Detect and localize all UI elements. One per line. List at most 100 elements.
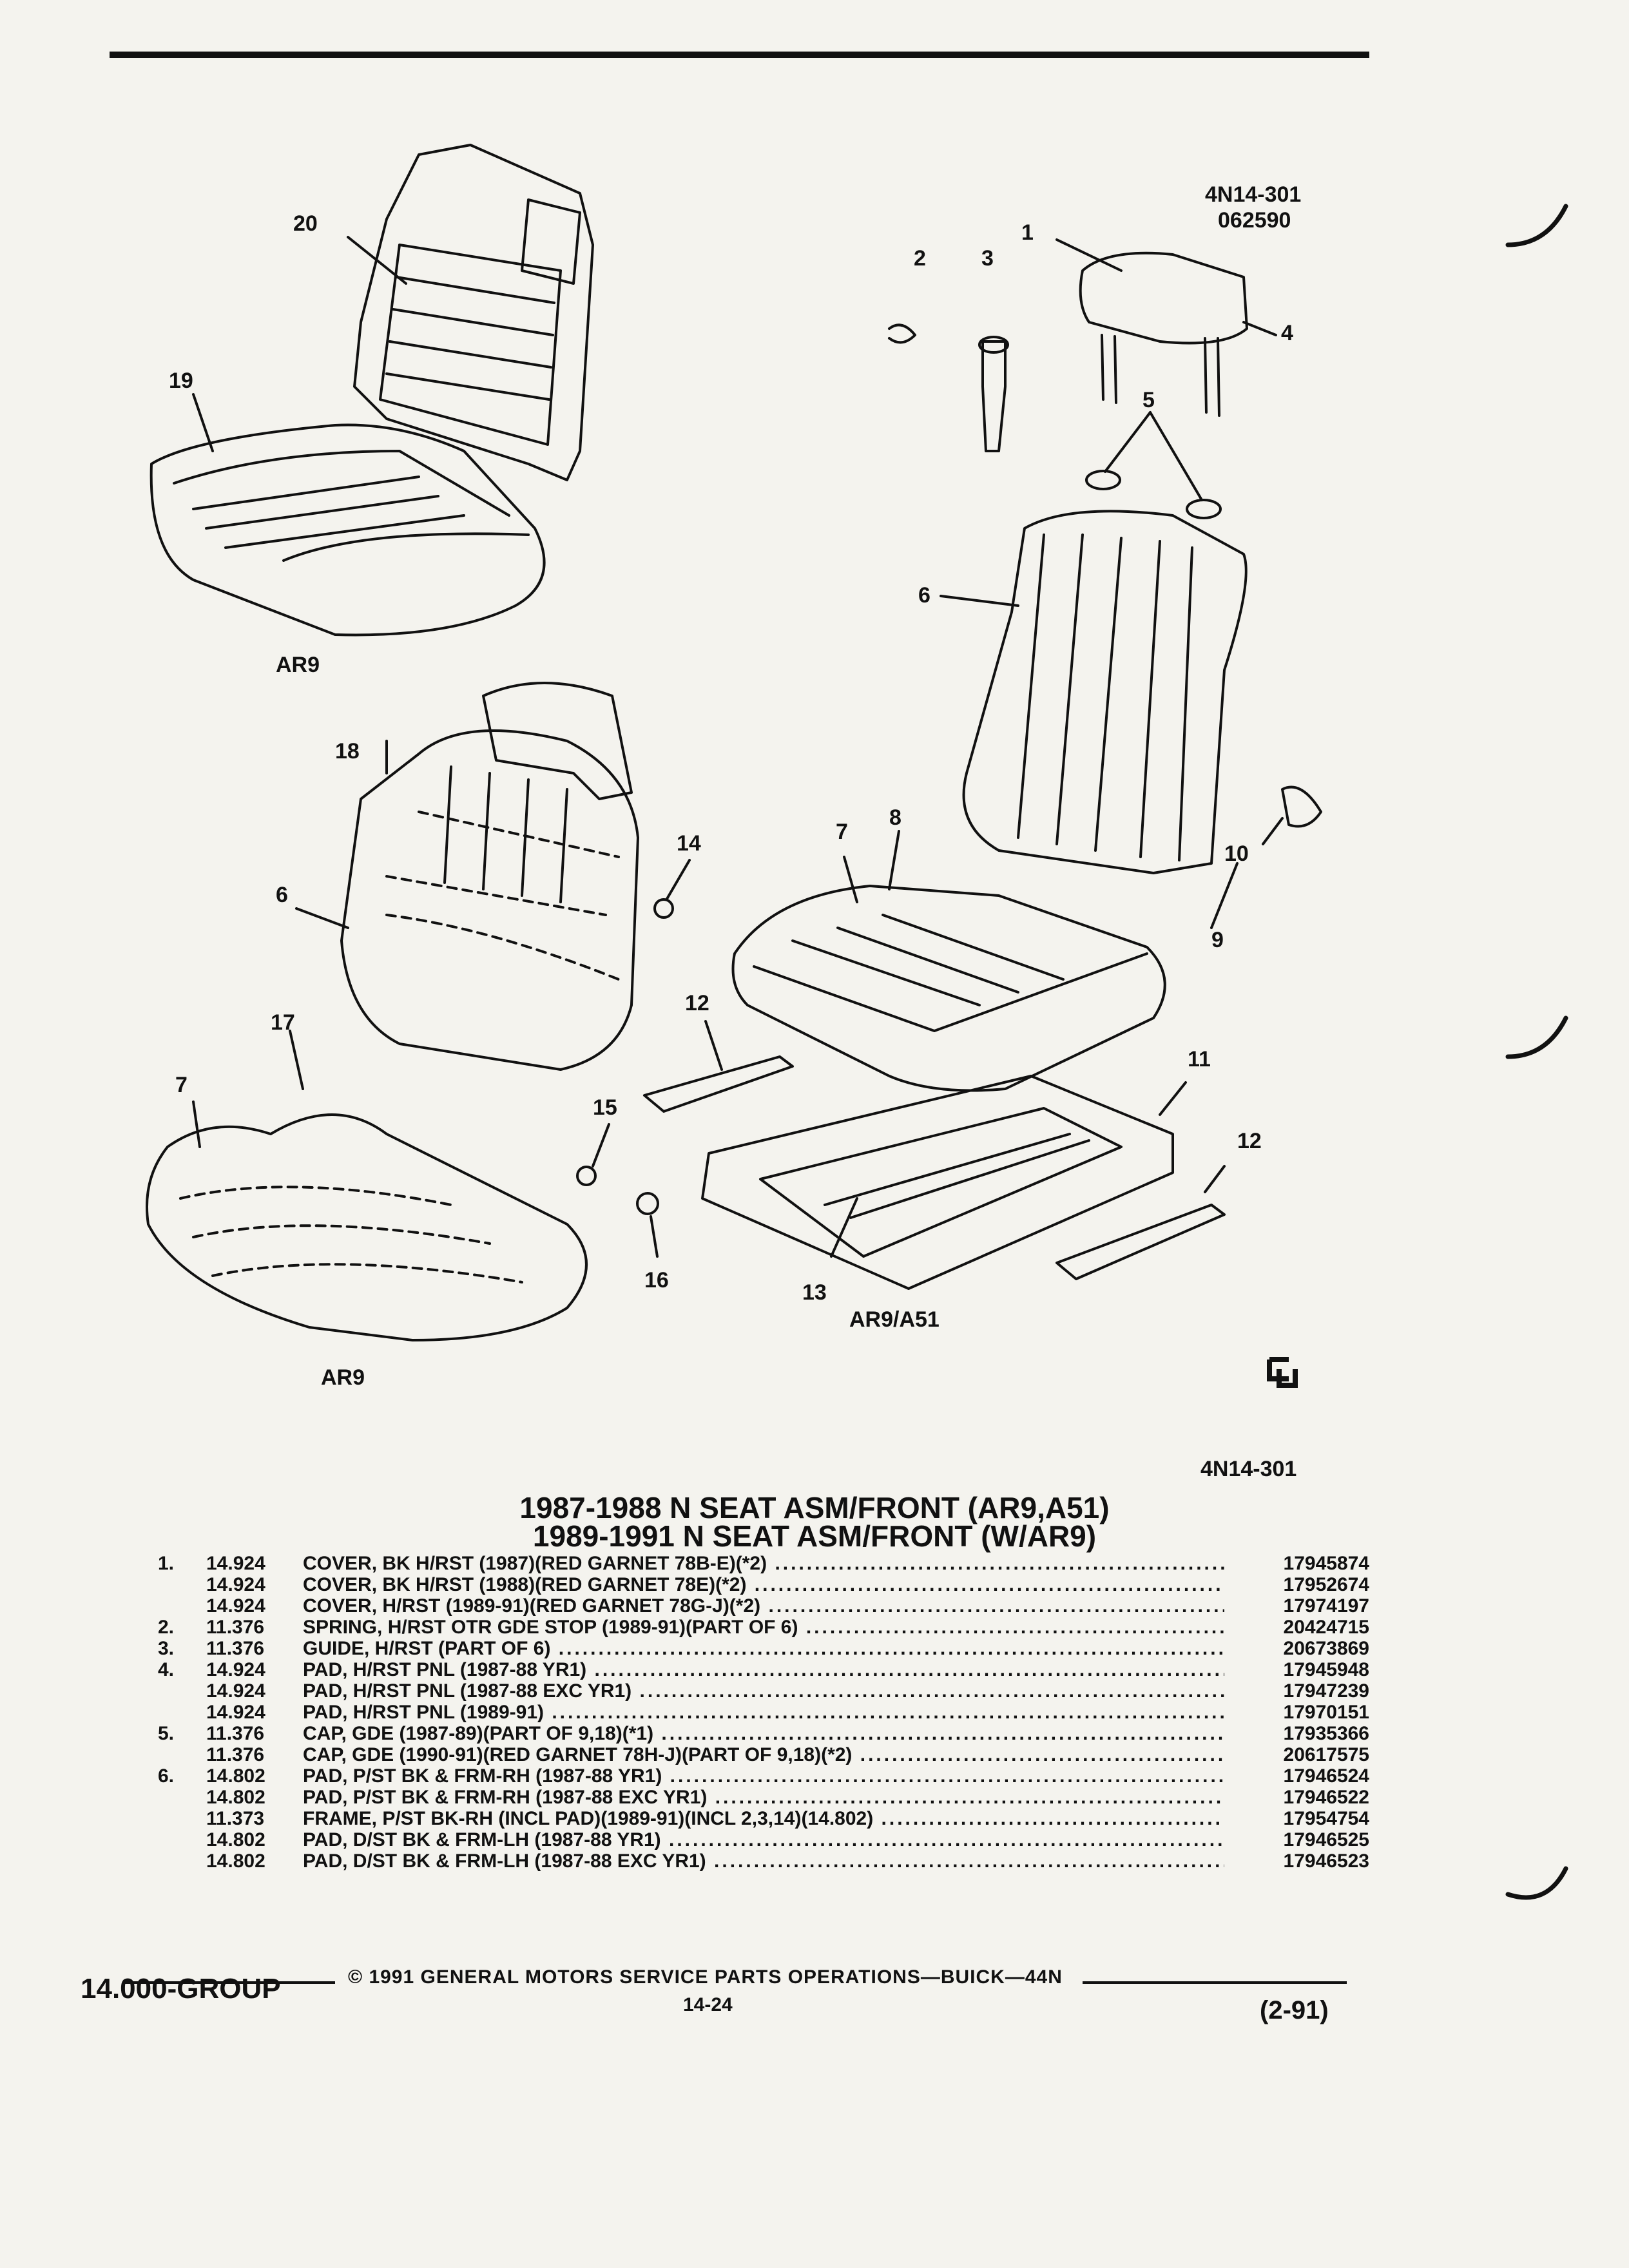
part-group-code: 11.373	[206, 1808, 265, 1829]
section-titles: 1987-1988 N SEAT ASM/FRONT (AR9,A51) 198…	[0, 1491, 1629, 1553]
callout-17: 17	[271, 1010, 295, 1035]
title-line-1: 1987-1988 N SEAT ASM/FRONT (AR9,A51)	[519, 1491, 1110, 1524]
title-line-2: 1989-1991 N SEAT ASM/FRONT (W/AR9)	[532, 1519, 1097, 1553]
part-desc-detail: , P/ST BK & FRM-RH (1987-88 YR1)	[342, 1765, 662, 1787]
callout-3: 3	[981, 246, 994, 271]
part-description: PAD, P/ST BK & FRM-RH (1987-88 YR1) ....…	[303, 1765, 1224, 1787]
callout-5: 5	[1142, 388, 1155, 412]
callout-11: 11	[1188, 1047, 1211, 1072]
part-description: CAP, GDE (1990-91)(RED GARNET 78H-J)(PAR…	[303, 1744, 1224, 1766]
part-group-code: 14.802	[206, 1850, 265, 1872]
part-group-code: 14.802	[206, 1829, 265, 1850]
part-desc-detail: , H/RST (1989-91)(RED GARNET 78G-J)(*2)	[371, 1595, 761, 1617]
diagram-ref-code-bottom: 4N14-301	[1200, 1457, 1297, 1481]
part-desc-detail: , GDE (1990-91)(RED GARNET 78H-J)(PART O…	[341, 1744, 853, 1765]
dot-leader: ........................................…	[661, 1723, 1224, 1744]
part-item-number: 5.	[158, 1723, 175, 1744]
callout-4: 4	[1281, 321, 1293, 345]
part-description: PAD, H/RST PNL (1987-88 EXC YR1) .......…	[303, 1680, 1224, 1702]
part-description: PAD, H/RST PNL (1989-91) ...............…	[303, 1702, 1224, 1724]
part-description: PAD, P/ST BK & FRM-RH (1987-88 EXC YR1) …	[303, 1787, 1224, 1809]
pivot-15	[576, 1166, 597, 1186]
seat-back-cover-18	[340, 682, 639, 1071]
part-name: PAD	[303, 1680, 343, 1702]
dot-leader: ........................................…	[775, 1553, 1224, 1574]
part-number: 20673869	[1283, 1638, 1369, 1659]
part-number: 17946524	[1283, 1765, 1369, 1787]
seat-back-9	[962, 510, 1248, 874]
part-number: 17954754	[1283, 1808, 1369, 1829]
seat-cushion-cover-17	[146, 1113, 588, 1341]
part-row: 14.802 PAD, P/ST BK & FRM-RH (1987-88 EXC…	[158, 1787, 1369, 1808]
clip-14	[653, 898, 674, 919]
spring-2	[888, 323, 916, 344]
part-desc-detail: , P/ST BK-RH (INCL PAD)(1989-91)(INCL 2,…	[371, 1808, 874, 1829]
part-desc-detail: , P/ST BK & FRM-RH (1987-88 EXC YR1)	[342, 1787, 708, 1808]
part-description: CAP, GDE (1987-89)(PART OF 9,18)(*1) ...…	[303, 1723, 1224, 1745]
diagram-date-code: 062590	[1218, 208, 1291, 233]
exploded-seat-diagram: 1 2 3 4 5 6 6 7 7 8 9 10 11 12 12 13 14 …	[146, 144, 1322, 1341]
part-desc-detail: , H/RST PNL (1989-91)	[342, 1702, 545, 1723]
footer-rule-right	[1083, 1981, 1347, 1984]
footer-copyright: © 1991 GENERAL MOTORS SERVICE PARTS OPER…	[348, 1966, 1063, 1988]
seat-frame-11	[701, 1075, 1174, 1290]
part-number: 17945948	[1283, 1659, 1369, 1680]
part-desc-detail: , H/RST OTR GDE STOP (1989-91)(PART OF 6…	[377, 1617, 798, 1638]
part-item-number: 3.	[158, 1638, 175, 1659]
part-description: SPRING, H/RST OTR GDE STOP (1989-91)(PAR…	[303, 1617, 1224, 1639]
part-number: 17946525	[1283, 1829, 1369, 1850]
part-desc-detail: , GDE (1987-89)(PART OF 9,18)(*1)	[341, 1723, 654, 1744]
part-name: PAD	[303, 1765, 343, 1787]
callout-8: 8	[889, 805, 901, 830]
margin-mark	[1505, 1866, 1568, 1900]
label-ar9-a51: AR9/A51	[849, 1307, 940, 1332]
cap-5b	[1186, 499, 1222, 519]
bolt-16	[636, 1192, 659, 1215]
part-name: PAD	[303, 1829, 343, 1850]
part-name: CAP	[303, 1723, 342, 1744]
dot-leader: ........................................…	[881, 1808, 1224, 1829]
dot-leader: ........................................…	[715, 1787, 1224, 1808]
footer-group: 14.000-GROUP	[81, 1973, 281, 2004]
part-name: PAD	[303, 1787, 343, 1808]
callout-15: 15	[593, 1095, 617, 1120]
part-name: GUIDE	[303, 1638, 365, 1659]
part-item-number: 1.	[158, 1553, 175, 1574]
top-rule	[110, 52, 1369, 58]
footer-page-number: 14-24	[683, 1994, 733, 2015]
margin-mark	[1505, 1015, 1568, 1059]
part-row: 14.802 PAD, D/ST BK & FRM-LH (1987-88 YR1…	[158, 1829, 1369, 1850]
callout-13: 13	[802, 1280, 827, 1305]
part-name: PAD	[303, 1702, 343, 1723]
part-description: PAD, D/ST BK & FRM-LH (1987-88 EXC YR1) …	[303, 1850, 1224, 1872]
cap-5a	[1085, 470, 1121, 490]
part-description: COVER, BK H/RST (1987)(RED GARNET 78B-E)…	[303, 1553, 1224, 1575]
dot-leader: ........................................…	[860, 1744, 1224, 1765]
part-description: PAD, H/RST PNL (1987-88 YR1) ...........…	[303, 1659, 1224, 1681]
callout-16: 16	[644, 1268, 669, 1293]
dot-leader: ........................................…	[754, 1574, 1224, 1595]
diagram-ref-code: 4N14-301	[1205, 182, 1302, 207]
part-description: PAD, D/ST BK & FRM-LH (1987-88 YR1) ....…	[303, 1829, 1224, 1851]
gm-symbol	[1267, 1357, 1298, 1388]
footer-rule-left	[122, 1981, 335, 1984]
part-number: 20424715	[1283, 1617, 1369, 1638]
part-group-code: 14.802	[206, 1787, 265, 1808]
callout-20: 20	[293, 211, 318, 236]
part-desc-detail: , H/RST (PART OF 6)	[364, 1638, 551, 1659]
part-description: FRAME, P/ST BK-RH (INCL PAD)(1989-91)(IN…	[303, 1808, 1224, 1830]
callout-10: 10	[1224, 841, 1249, 866]
part-group-code: 14.802	[206, 1765, 265, 1787]
part-number: 20617575	[1283, 1744, 1369, 1765]
label-ar9-top: AR9	[276, 653, 320, 677]
part-desc-detail: , H/RST PNL (1987-88 YR1)	[342, 1659, 587, 1680]
seat-cushion-8	[731, 885, 1166, 1092]
part-desc-detail: , BK H/RST (1988)(RED GARNET 78E)(*2)	[371, 1574, 747, 1595]
guide-3	[978, 336, 1009, 452]
part-item-number: 6.	[158, 1765, 175, 1787]
trim-strip-12a	[643, 1055, 794, 1113]
